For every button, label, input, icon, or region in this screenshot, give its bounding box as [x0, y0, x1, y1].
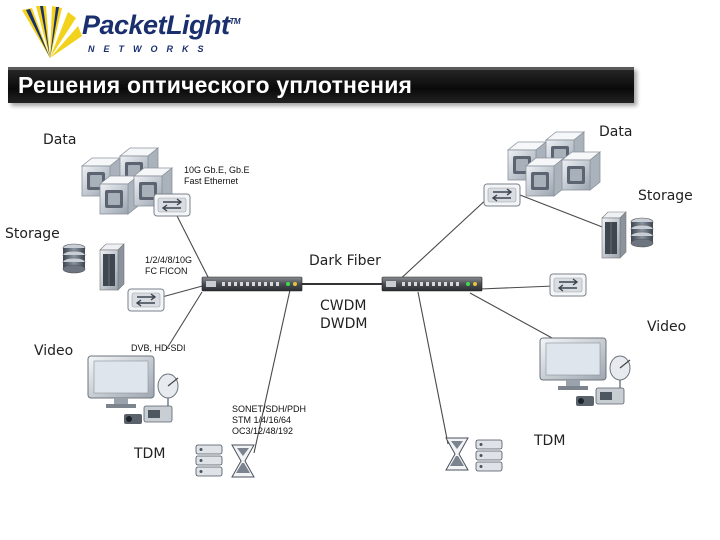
brand-subtitle: NETWORKS — [88, 44, 213, 54]
right-data-switch-icon — [483, 183, 521, 207]
label-data-right: Data — [599, 124, 633, 140]
right-storage-equipment — [601, 211, 654, 259]
left-data-switch-icon — [153, 193, 191, 217]
title-bar — [8, 67, 634, 103]
label-tdm-right: TDM — [534, 433, 566, 449]
label-data-left: Data — [43, 132, 77, 148]
left-storage-switch-icon — [127, 288, 165, 312]
connection-lines — [161, 194, 611, 454]
label-video-right: Video — [647, 319, 687, 335]
line-right-storage — [479, 285, 555, 290]
line-left-storage — [161, 284, 207, 298]
label-tdm-left: TDM — [134, 446, 166, 462]
label-sonet-interfaces: SONET/SDH/PDH STM 1/4/16/64 OC3/12/48/19… — [232, 404, 307, 436]
label-video-interfaces: DVB, HD-SDI — [131, 343, 186, 353]
left-tdm-hourglass-icon — [231, 444, 255, 478]
label-dark-fiber: Dark Fiber — [309, 253, 381, 269]
brand-name: PacketLightTM — [82, 10, 241, 40]
line-storage-top — [519, 194, 611, 231]
label-ethernet-interfaces: 10G Gb.E, Gb.E Fast Ethernet — [184, 165, 250, 186]
label-fc-interfaces: 1/2/4/8/10G FC FICON — [145, 255, 193, 276]
line-left-data — [171, 205, 211, 282]
left-video-equipment — [87, 355, 179, 425]
label-storage-left: Storage — [5, 226, 60, 242]
left-tdm-mux-icon — [195, 444, 223, 477]
label-storage-right: Storage — [638, 188, 693, 204]
line-left-video — [165, 291, 203, 351]
label-cwdm: CWDM — [320, 298, 367, 314]
right-tdm-hourglass-icon — [445, 437, 469, 471]
line-left-tdm — [253, 289, 291, 454]
left-storage-equipment — [62, 243, 125, 291]
right-wdm-mux — [381, 276, 483, 292]
slide-title: Решения оптического уплотнения — [18, 72, 413, 98]
right-tdm-mux-icon — [475, 439, 503, 472]
label-dwdm: DWDM — [320, 316, 368, 332]
right-video-equipment — [539, 337, 631, 407]
title-bar-accent — [8, 67, 634, 70]
right-storage-switch-icon — [549, 273, 587, 297]
left-wdm-mux — [201, 276, 303, 292]
line-right-tdm — [417, 291, 449, 445]
label-video-left: Video — [34, 343, 74, 359]
logo-rays-icon — [22, 6, 82, 58]
packetlight-logo — [22, 6, 82, 58]
line-right-data — [395, 195, 491, 284]
right-data-servers — [507, 131, 601, 197]
